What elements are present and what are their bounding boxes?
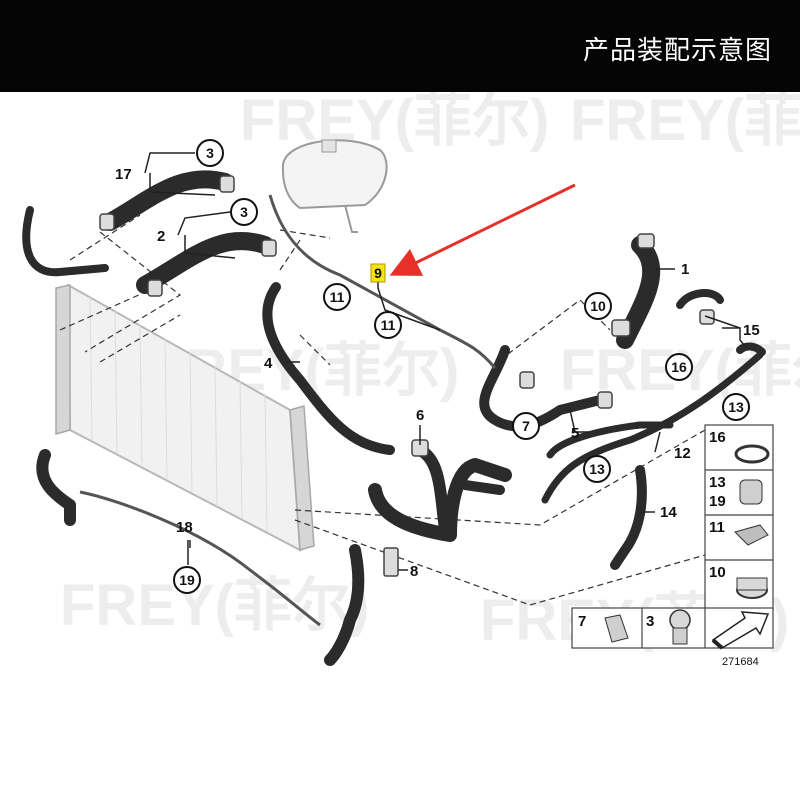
legend-11-label: 11 (709, 519, 725, 536)
svg-text:13: 13 (589, 461, 605, 477)
parts-legend: 16 13 19 11 10 7 3 271684 (571, 424, 774, 668)
callout-circled-7: 7 (512, 412, 540, 440)
svg-text:3: 3 (240, 204, 248, 220)
pipe-lines (79, 194, 497, 627)
callout-circled-3b: 3 (230, 198, 258, 226)
svg-text:16: 16 (671, 359, 687, 375)
svg-text:10: 10 (590, 298, 606, 314)
callout-circled-3a: 3 (196, 139, 224, 167)
svg-text:FREY(菲尔): FREY(菲尔) (570, 92, 800, 153)
radiator (55, 283, 315, 552)
reference-number: 271684 (722, 656, 759, 668)
legend-16-label: 16 (709, 429, 726, 446)
legend-10-label: 10 (709, 564, 726, 581)
legend-19-label: 19 (709, 493, 726, 510)
callout-6: 6 (416, 407, 424, 424)
callout-circled-13b: 13 (583, 455, 611, 483)
callout-circled-19: 19 (173, 566, 201, 594)
svg-text:7: 7 (522, 418, 530, 434)
legend-7-label: 7 (578, 613, 586, 630)
callout-circled-11a: 11 (323, 283, 351, 311)
dashed-leaders (59, 214, 706, 606)
callout-2: 2 (157, 228, 165, 245)
svg-text:9: 9 (374, 265, 382, 281)
svg-text:11: 11 (381, 317, 396, 333)
svg-text:FREY(菲尔): FREY(菲尔) (60, 573, 369, 638)
callout-15: 15 (743, 322, 760, 339)
callout-leaders (144, 152, 749, 571)
expansion-tank (281, 139, 388, 233)
header-bar: 产品装配示意图 (0, 0, 800, 92)
callout-17: 17 (115, 166, 132, 183)
callout-14: 14 (660, 504, 677, 521)
callout-circled-10: 10 (584, 292, 612, 320)
callout-1: 1 (681, 261, 689, 278)
parts-diagram: FREY(菲尔) FREY(菲尔) FREY(菲尔) FREY(菲尔) FREY… (22, 92, 800, 668)
svg-text:13: 13 (728, 399, 744, 415)
header-title: 产品装配示意图 (582, 36, 772, 66)
legend-13-label: 13 (709, 474, 726, 491)
red-pointer-arrow (389, 183, 576, 276)
callout-12: 12 (674, 445, 691, 462)
svg-text:11: 11 (330, 289, 345, 305)
svg-text:19: 19 (179, 572, 195, 588)
callout-circled-13a: 13 (722, 393, 750, 421)
svg-text:3: 3 (206, 145, 214, 161)
hose-clamps (99, 175, 715, 577)
highlight-callout-9: 9 (370, 263, 386, 283)
callout-8: 8 (410, 563, 418, 580)
callout-5: 5 (571, 425, 579, 442)
callout-18: 18 (176, 519, 193, 536)
callout-circled-11b: 11 (374, 311, 402, 339)
callout-circled-16: 16 (665, 353, 693, 381)
svg-text:FREY(菲尔): FREY(菲尔) (240, 92, 549, 153)
callout-4: 4 (264, 355, 273, 372)
legend-3-label: 3 (646, 613, 654, 630)
coolant-hoses (22, 170, 766, 666)
